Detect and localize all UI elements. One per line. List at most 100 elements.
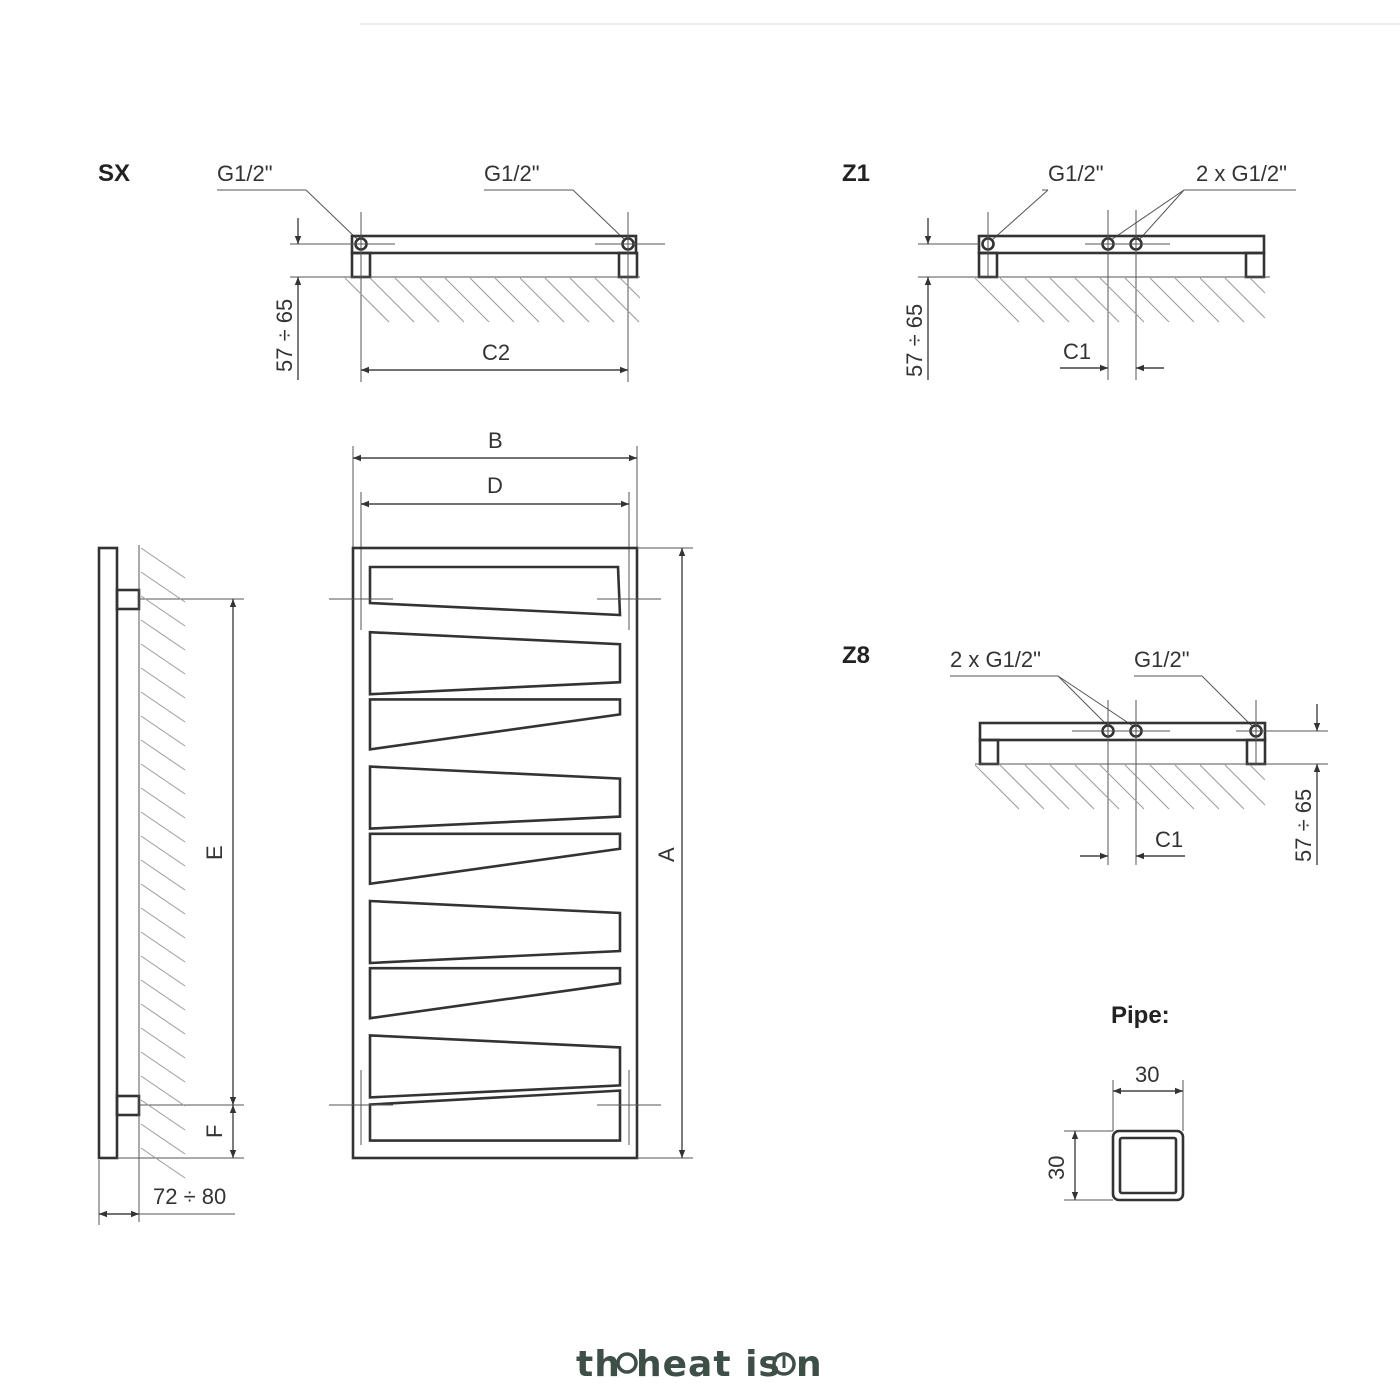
side-depth-label: 72 ÷ 80 [153,1184,226,1209]
radiator-slots [368,565,622,1142]
sx-wall-distance: 57 ÷ 65 [272,299,297,372]
z1-conn-double-label: 2 x G1/2" [1196,161,1287,186]
hatch-line [1224,764,1266,806]
hatch-line [1024,277,1070,323]
hatch-line [1049,764,1095,810]
hatch-line [469,277,515,323]
hatch-line [1224,277,1266,319]
side-view: E F 72 ÷ 80 [97,545,244,1225]
brand-e-icon [616,1352,638,1374]
z1-conn-single-label: G1/2" [1048,161,1104,186]
hatch-line [140,1099,186,1131]
radiator-slot [368,1089,622,1142]
brand-text-after: n [796,1344,823,1385]
z8-spacing-label: C1 [1155,827,1183,852]
hatch-line [140,859,186,891]
front-view: B D A [329,428,693,1160]
hatch-line [519,277,565,323]
z8-connection-view: Z8 2 x G1/2" G1/2" 57 ÷ 65 C1 [842,642,1328,865]
z8-conn-double-label: 2 x G1/2" [950,647,1041,672]
hatch-line [1149,277,1195,323]
hatch-line [1249,277,1266,294]
pipe-height: 30 [1044,1156,1069,1180]
hatch-line [544,277,590,323]
hatch-line [140,691,186,723]
hatch-line [140,715,186,747]
hatch-line [344,277,390,323]
front-dim-b: B [488,428,503,453]
hatch-line [140,619,186,651]
hatch-line [140,595,186,627]
hatch-line [974,277,1020,323]
hatch-line [1074,764,1120,810]
side-bottom-bracket [115,1094,141,1117]
hatch-line [140,739,186,771]
hatch-line [140,979,186,1011]
brand-text-middle: heat is [636,1344,781,1385]
hatch-line [394,277,440,323]
hatch-line [1074,277,1120,323]
hatch-line [1124,764,1170,810]
radiator-slot [368,765,622,830]
z1-connection-view: Z1 G1/2" 2 x G1/2" 57 ÷ 65 C1 [842,160,1296,380]
brand-logo: th heat is n [576,1344,823,1385]
hatch-line [140,763,186,795]
hatch-line [974,764,1020,810]
z8-conn-single-label: G1/2" [1134,647,1190,672]
hatch-line [140,1075,186,1107]
hatch-line [1099,764,1145,810]
radiator-slot [368,832,622,886]
brand-text-before: th [576,1344,621,1385]
side-top-bracket [115,588,141,611]
power-plug-icon [772,1352,796,1376]
radiator-frame [351,546,639,1160]
z1-wall-distance: 57 ÷ 65 [902,304,927,377]
front-dim-d: D [487,473,503,498]
hatch-line [619,277,641,299]
z1-title: Z1 [842,160,870,187]
radiator-slot [368,966,622,1020]
z8-wall-hatch [974,764,1266,810]
hatch-line [1099,277,1145,323]
sx-title: SX [98,160,130,187]
hatch-line [1024,764,1070,810]
side-panel [97,546,119,1160]
sx-conn-left-label: G1/2" [217,161,273,186]
hatch-line [140,1051,186,1083]
hatch-line [140,835,186,867]
radiator-slot [368,1034,622,1099]
radiator-slot [368,565,622,617]
z1-wall-hatch [974,277,1266,323]
z8-left-bracket [978,738,1000,766]
hatch-line [140,1147,186,1179]
pipe-title: Pipe: [1111,1002,1170,1029]
z8-wall-distance: 57 ÷ 65 [1291,789,1316,862]
hatch-line [140,571,186,603]
hatch-line [1249,764,1266,781]
z8-title: Z8 [842,642,870,669]
pipe-section: Pipe: 30 30 [1044,1002,1185,1202]
hatch-line [999,764,1045,810]
sx-spacing-label: C2 [482,340,510,365]
side-dim-e: E [202,845,227,860]
sx-connection-view: SX G1/2" G1/2" 57 ÷ 65 C2 [98,160,665,382]
hatch-line [1174,764,1220,810]
hatch-line [444,277,490,323]
hatch-line [1199,764,1245,810]
hatch-line [140,955,186,987]
hatch-line [569,277,615,323]
hatch-line [140,667,186,699]
pipe-width: 30 [1135,1062,1159,1087]
side-dim-f: F [202,1125,227,1138]
hatch-line [1124,277,1170,323]
hatch-line [140,811,186,843]
hatch-line [140,907,186,939]
hatch-line [140,547,186,579]
hatch-line [999,277,1045,323]
hatch-line [419,277,465,323]
hatch-line [369,277,415,323]
z1-spacing-label: C1 [1063,339,1091,364]
hatch-line [1049,277,1095,323]
pipe-outer [1111,1129,1185,1202]
